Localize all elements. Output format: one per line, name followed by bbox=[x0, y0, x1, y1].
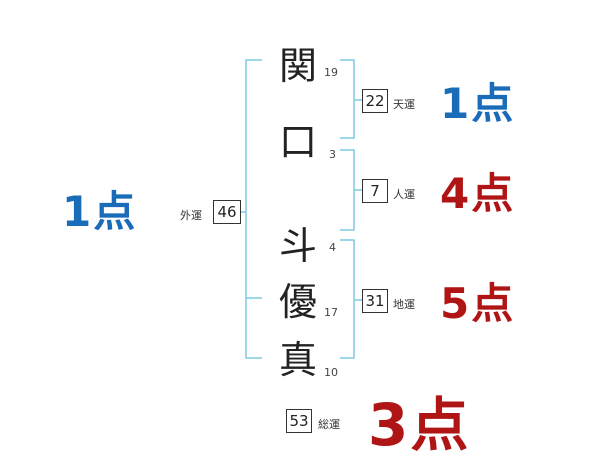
gai-label: 外運 bbox=[180, 209, 202, 222]
ten-label: 天運 bbox=[393, 98, 415, 111]
chi-label: 地運 bbox=[393, 298, 415, 311]
jin-score: 4点 bbox=[440, 169, 516, 218]
ten-value-box: 22 bbox=[362, 89, 388, 113]
chi-score: 5点 bbox=[440, 279, 516, 328]
name-char-5: 真 bbox=[278, 338, 317, 382]
stroke-count-2: 3 bbox=[329, 148, 336, 161]
name-char-1: 関 bbox=[278, 44, 317, 88]
name-char-2: 口 bbox=[278, 120, 317, 164]
jin-bracket bbox=[340, 149, 355, 231]
ten-score: 1点 bbox=[440, 79, 516, 128]
stroke-count-3: 4 bbox=[329, 241, 336, 254]
name-char-3: 斗 bbox=[278, 224, 317, 268]
chi-value-box: 31 bbox=[362, 289, 388, 313]
gai-value-box: 46 bbox=[213, 200, 241, 224]
sou-value-box: 53 bbox=[286, 409, 312, 433]
ten-bracket bbox=[340, 59, 355, 139]
stroke-count-1: 19 bbox=[324, 66, 338, 79]
jin-label: 人運 bbox=[393, 188, 415, 201]
gai-score: 1点 bbox=[62, 187, 138, 236]
jin-value-box: 7 bbox=[362, 179, 388, 203]
stroke-count-5: 10 bbox=[324, 366, 338, 379]
chi-bracket bbox=[340, 239, 355, 359]
sou-label: 総運 bbox=[318, 418, 340, 431]
stroke-count-4: 17 bbox=[324, 306, 338, 319]
name-char-4: 優 bbox=[278, 280, 317, 324]
outer-bracket bbox=[245, 59, 262, 359]
sou-score: 3点 bbox=[368, 391, 471, 459]
